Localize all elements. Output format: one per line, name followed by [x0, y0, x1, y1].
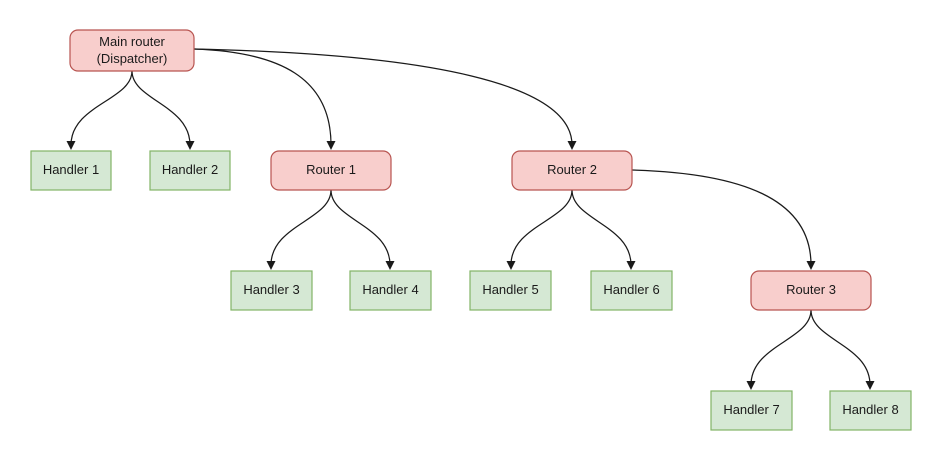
- edge-connector[interactable]: [506, 189, 573, 270]
- edge-connector[interactable]: [571, 189, 636, 270]
- node-router-3[interactable]: Router 3: [750, 270, 872, 311]
- node-handler-2[interactable]: Handler 2: [149, 150, 231, 191]
- nodes-layer: Main router(Dispatcher) Handler 1 Handler …: [30, 29, 912, 431]
- node-handler-7[interactable]: Handler 7: [710, 390, 793, 431]
- edge-line: [193, 48, 573, 146]
- edge-hit-area[interactable]: [632, 170, 811, 265]
- edge-connector[interactable]: [631, 169, 816, 270]
- edge-hit-area[interactable]: [751, 310, 811, 385]
- node-handler-1[interactable]: Handler 1: [30, 150, 112, 191]
- node-handler-6[interactable]: Handler 6: [590, 270, 673, 311]
- arrow-head-icon: [506, 261, 516, 270]
- edge-line: [131, 70, 191, 146]
- node-main-router[interactable]: Main router(Dispatcher): [69, 29, 195, 72]
- arrow-head-icon: [326, 141, 336, 150]
- node-box[interactable]: [270, 150, 392, 191]
- edge-line: [193, 48, 332, 146]
- node-handler-8[interactable]: Handler 8: [829, 390, 912, 431]
- edge-hit-area[interactable]: [271, 190, 331, 265]
- node-box[interactable]: [349, 270, 432, 311]
- edge-hit-area[interactable]: [511, 190, 572, 265]
- edge-hit-area[interactable]: [194, 49, 572, 145]
- edge-connector[interactable]: [66, 70, 133, 150]
- edge-connector[interactable]: [193, 48, 577, 150]
- arrow-head-icon: [385, 261, 395, 270]
- node-box[interactable]: [469, 270, 552, 311]
- edge-line: [810, 309, 871, 386]
- edge-hit-area[interactable]: [811, 310, 870, 385]
- node-router-2[interactable]: Router 2: [511, 150, 633, 191]
- edge-connector[interactable]: [330, 189, 395, 270]
- edge-hit-area[interactable]: [132, 71, 190, 145]
- edge-connector[interactable]: [810, 309, 875, 390]
- edge-line: [750, 309, 812, 386]
- node-box[interactable]: [149, 150, 231, 191]
- edge-connector[interactable]: [193, 48, 336, 150]
- arrow-head-icon: [806, 261, 816, 270]
- arrow-head-icon: [567, 141, 577, 150]
- edge-connector[interactable]: [746, 309, 812, 390]
- arrow-head-icon: [626, 261, 636, 270]
- edge-line: [270, 189, 332, 266]
- edge-hit-area[interactable]: [331, 190, 390, 265]
- node-box[interactable]: [710, 390, 793, 431]
- arrow-head-icon: [66, 141, 76, 150]
- arrow-head-icon: [746, 381, 756, 390]
- edge-line: [571, 189, 632, 266]
- edge-hit-area[interactable]: [572, 190, 631, 265]
- edge-connector[interactable]: [131, 70, 195, 150]
- edges-layer: [66, 48, 875, 390]
- node-handler-3[interactable]: Handler 3: [230, 270, 313, 311]
- arrow-head-icon: [266, 261, 276, 270]
- node-box[interactable]: [829, 390, 912, 431]
- edge-connector[interactable]: [266, 189, 332, 270]
- node-handler-4[interactable]: Handler 4: [349, 270, 432, 311]
- node-box[interactable]: [511, 150, 633, 191]
- node-box[interactable]: [230, 270, 313, 311]
- node-handler-5[interactable]: Handler 5: [469, 270, 552, 311]
- node-box[interactable]: [750, 270, 872, 311]
- edge-line: [70, 70, 133, 146]
- edge-hit-area[interactable]: [71, 71, 132, 145]
- edge-line: [631, 169, 812, 266]
- edge-line: [510, 189, 573, 266]
- node-box[interactable]: [30, 150, 112, 191]
- node-box[interactable]: [69, 29, 195, 72]
- edge-hit-area[interactable]: [194, 49, 331, 145]
- node-box[interactable]: [590, 270, 673, 311]
- arrow-head-icon: [185, 141, 195, 150]
- node-router-1[interactable]: Router 1: [270, 150, 392, 191]
- edge-line: [330, 189, 391, 266]
- arrow-head-icon: [865, 381, 875, 390]
